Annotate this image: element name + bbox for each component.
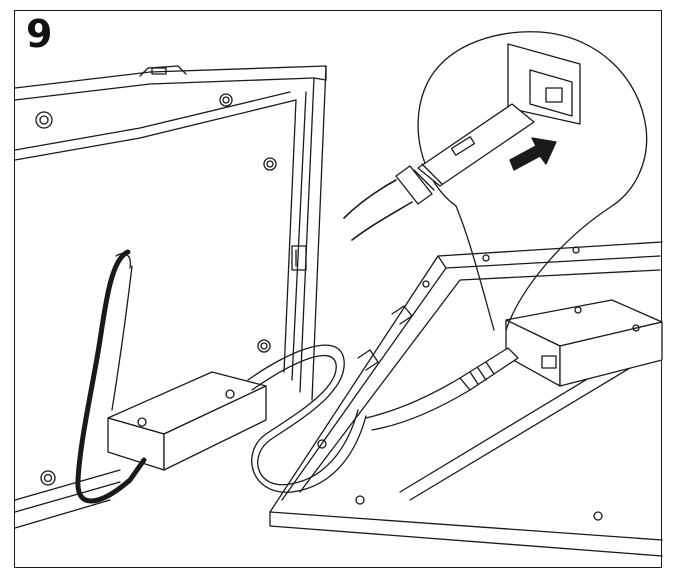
panel-plug [365,347,519,431]
driver-box [107,371,267,471]
step-number: 9 [26,12,53,56]
right-panel [269,241,663,557]
black-cable [75,249,147,504]
left-frame [14,65,327,529]
zoom-detail [343,31,648,331]
insert-arrow [509,137,557,171]
page-border [14,10,662,568]
looped-cable [247,344,367,493]
